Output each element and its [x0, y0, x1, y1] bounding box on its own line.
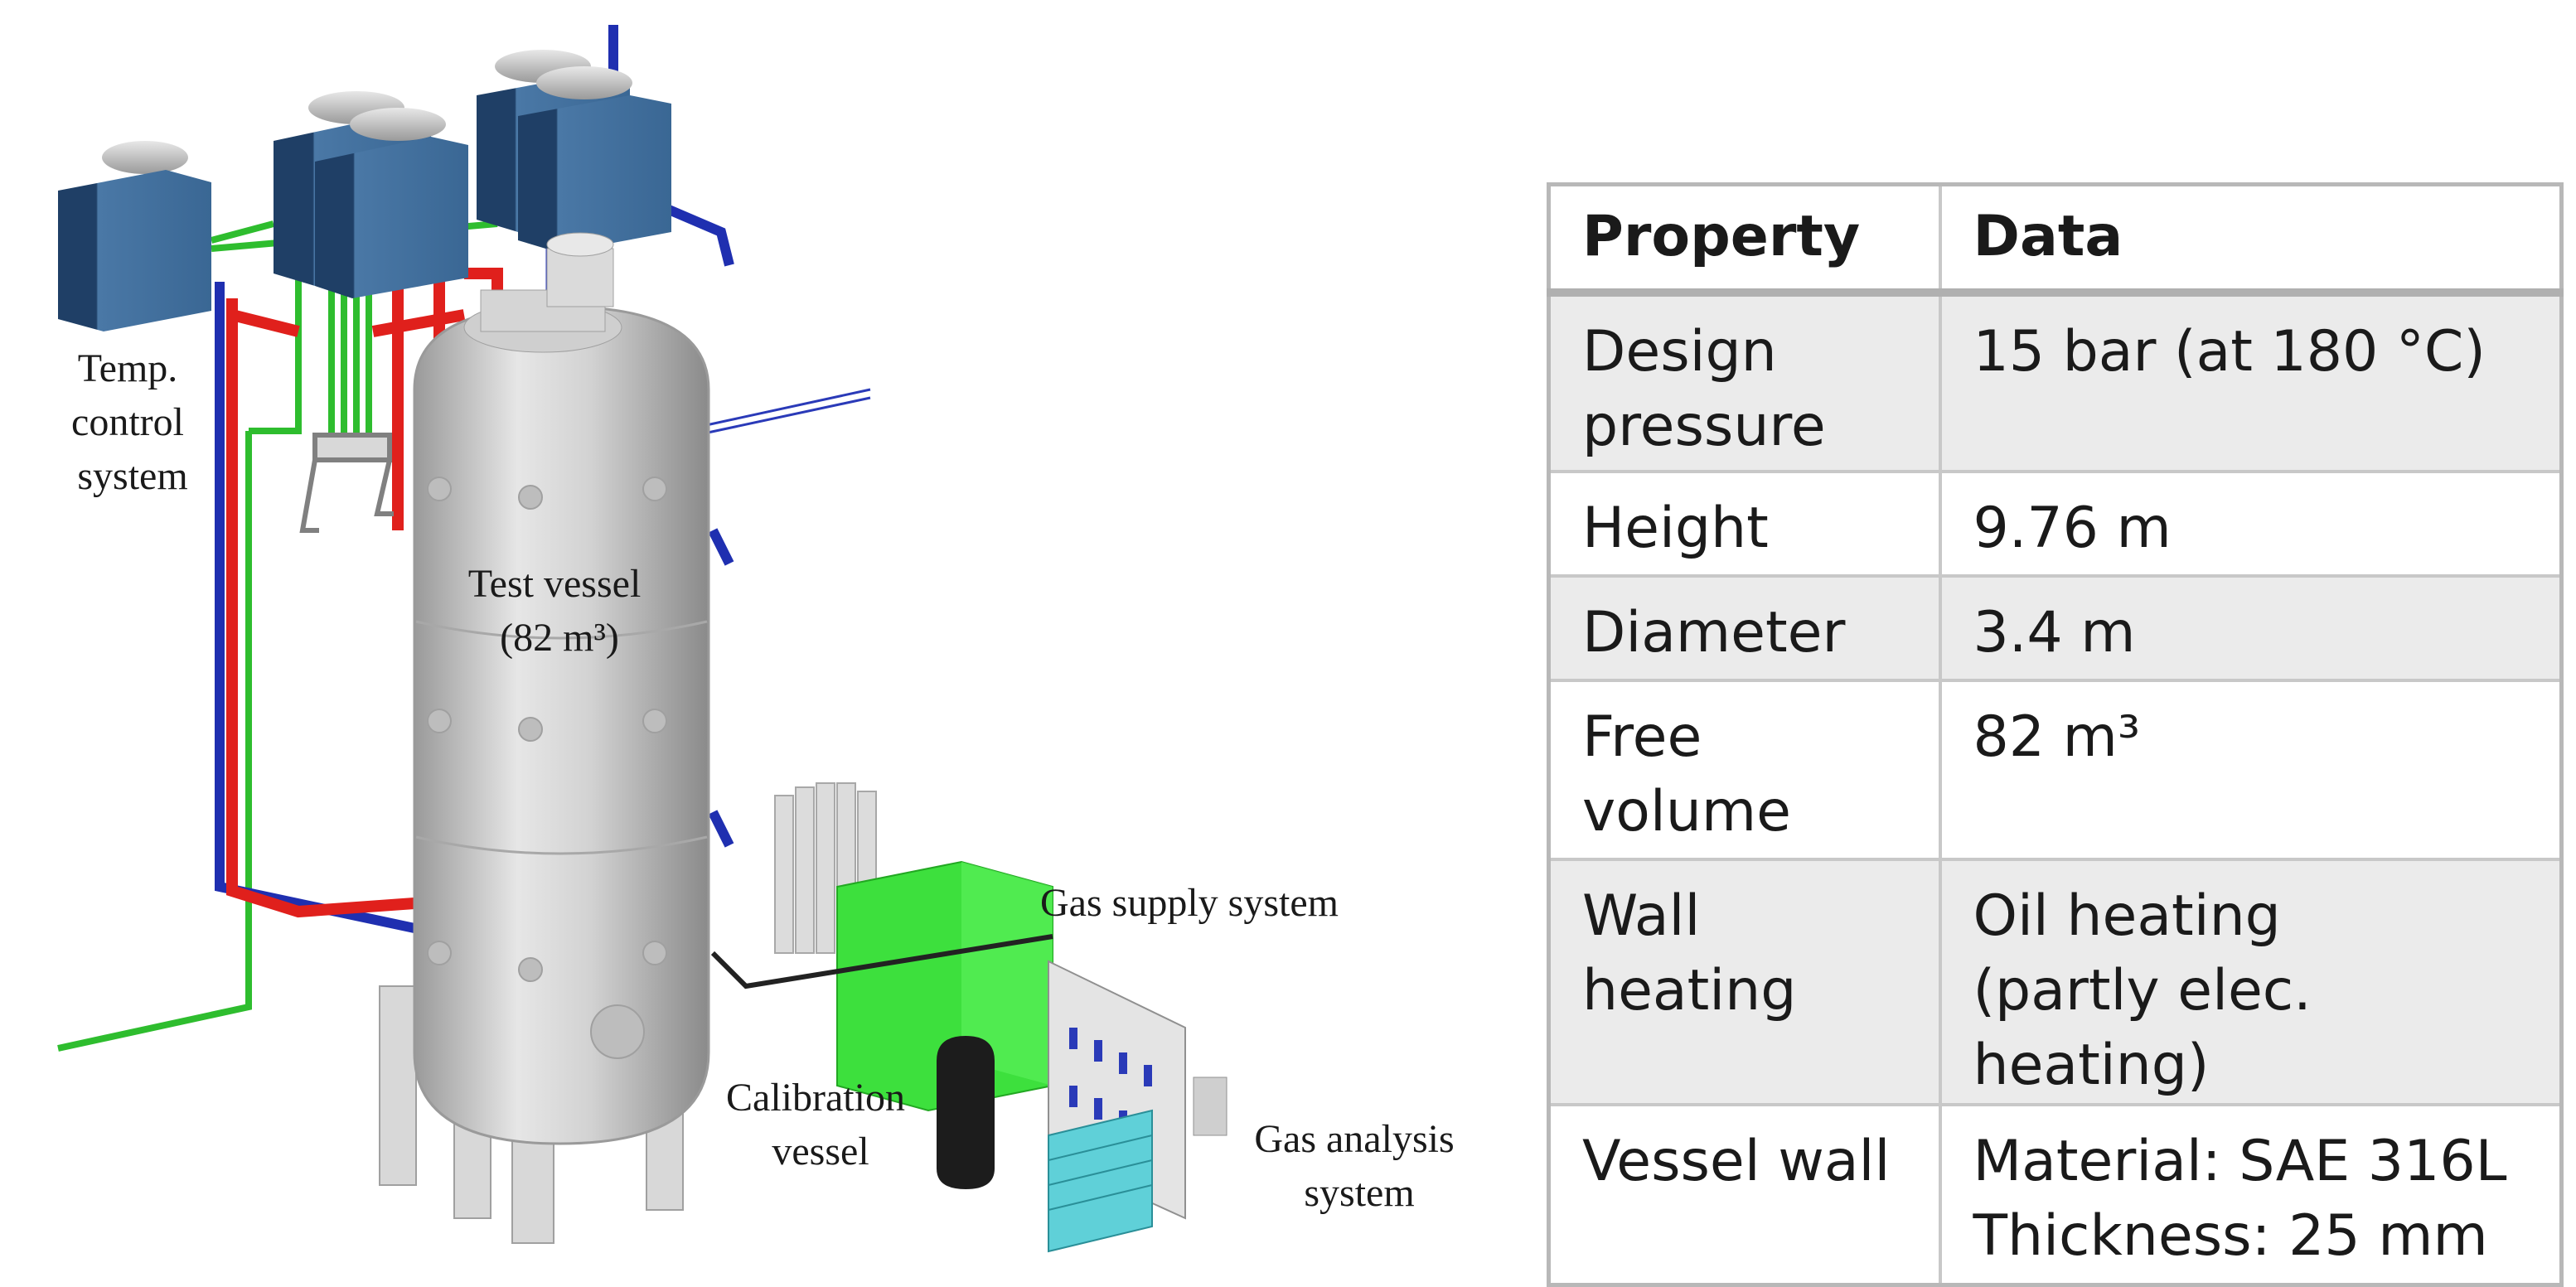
cell-data: 9.76 m: [1938, 469, 2564, 578]
property-table-container: Property Data Design pressure 15 bar (at…: [1547, 182, 2564, 1287]
label-gas-supply: Gas supply system: [1040, 881, 1339, 925]
test-vessel: [379, 232, 710, 1244]
table-row: Free volume 82 m³: [1547, 678, 2564, 861]
header-data: Data: [1938, 182, 2564, 297]
temp-control-unit-2: [274, 91, 468, 298]
table-header-row: Property Data: [1547, 182, 2564, 297]
cell-data: Material: SAE 316L Thickness: 25 mm: [1938, 1102, 2564, 1287]
label-temp-control: Temp. control system: [71, 346, 194, 498]
cell-data: Oil heating (partly elec. heating): [1938, 857, 2564, 1106]
gas-analysis-system: [1048, 960, 1227, 1253]
table-row: Design pressure 15 bar (at 180 °C): [1547, 290, 2564, 473]
cell-data: 3.4 m: [1938, 573, 2564, 682]
cell-property: Free volume: [1547, 678, 1942, 861]
cell-data: 82 m³: [1938, 678, 2564, 861]
table-row: Height 9.76 m: [1547, 469, 2564, 578]
cell-property: Vessel wall: [1547, 1102, 1942, 1287]
manifold: [299, 433, 394, 533]
table-row: Vessel wall Material: SAE 316L Thickness…: [1547, 1102, 2564, 1287]
green-pipes: [57, 220, 498, 1052]
table-row: Wall heating Oil heating (partly elec. h…: [1547, 857, 2564, 1106]
cell-property: Design pressure: [1547, 290, 1942, 473]
gas-supply-system: [710, 782, 1053, 1112]
cell-data: 15 bar (at 180 °C): [1938, 290, 2564, 473]
label-test-vessel: Test vessel (82 m³): [468, 562, 651, 660]
cell-property: Diameter: [1547, 573, 1942, 682]
cell-property: Wall heating: [1547, 857, 1942, 1106]
temp-control-unit-1: [58, 141, 211, 331]
label-gas-analysis: Gas analysis system: [1254, 1117, 1464, 1215]
property-table: Property Data Design pressure 15 bar (at…: [1547, 182, 2564, 1287]
calibration-vessel: [937, 1036, 995, 1189]
cell-property: Height: [1547, 469, 1942, 578]
header-property: Property: [1547, 182, 1942, 297]
table-row: Diameter 3.4 m: [1547, 573, 2564, 682]
label-calibration-vessel: Calibration vessel: [726, 1076, 915, 1173]
test-facility-diagram: Temp. control system Test vessel (82 m³)…: [57, 25, 1464, 1253]
temp-control-unit-3: [477, 50, 671, 253]
